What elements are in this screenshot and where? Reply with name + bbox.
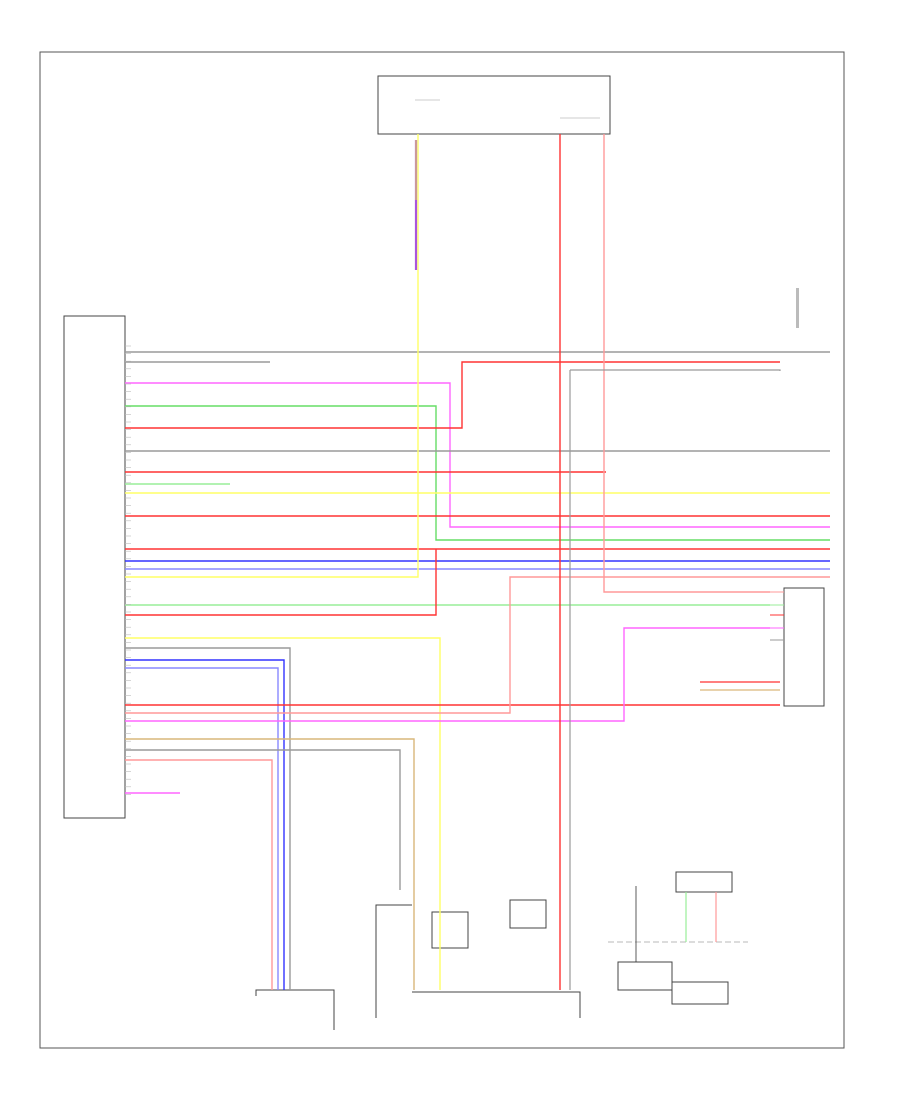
wire-tan-1 <box>125 738 415 990</box>
wire-magenta-1 <box>125 382 830 528</box>
bottom-right-part-a <box>617 961 673 991</box>
wire-gray-5 <box>125 749 401 890</box>
wire-green-1 <box>125 405 830 541</box>
left-control-module <box>63 315 126 819</box>
diagram-frame <box>39 51 845 1049</box>
bottom-right-subcomponent <box>675 871 733 893</box>
wire-red-5 <box>125 549 437 616</box>
bottom-center-connector <box>375 904 581 1018</box>
wire-gray-top <box>570 369 781 371</box>
wire-blue-3 <box>125 659 285 990</box>
wire-pink-1 <box>125 576 830 714</box>
wire-group <box>125 134 830 990</box>
bottom-right-part-b <box>671 981 729 1005</box>
wire-red-1 <box>125 361 780 429</box>
wire-gray-4 <box>125 647 291 990</box>
bottom-center-subcomponent-a <box>431 911 469 949</box>
pin-marks <box>125 345 131 795</box>
wire-yellow-2 <box>125 134 419 578</box>
wire-magenta-2 <box>125 627 770 722</box>
wire-red-7 <box>125 759 273 990</box>
top-control-module <box>377 75 611 135</box>
bottom-left-connector <box>255 989 335 1030</box>
wire-blue-4 <box>125 667 279 990</box>
right-ground-mark <box>796 288 799 328</box>
wire-pink-top <box>603 134 770 593</box>
wire-yellow-3 <box>125 637 441 990</box>
directional-unit <box>783 587 825 707</box>
bottom-center-subcomponent-b <box>509 899 547 929</box>
